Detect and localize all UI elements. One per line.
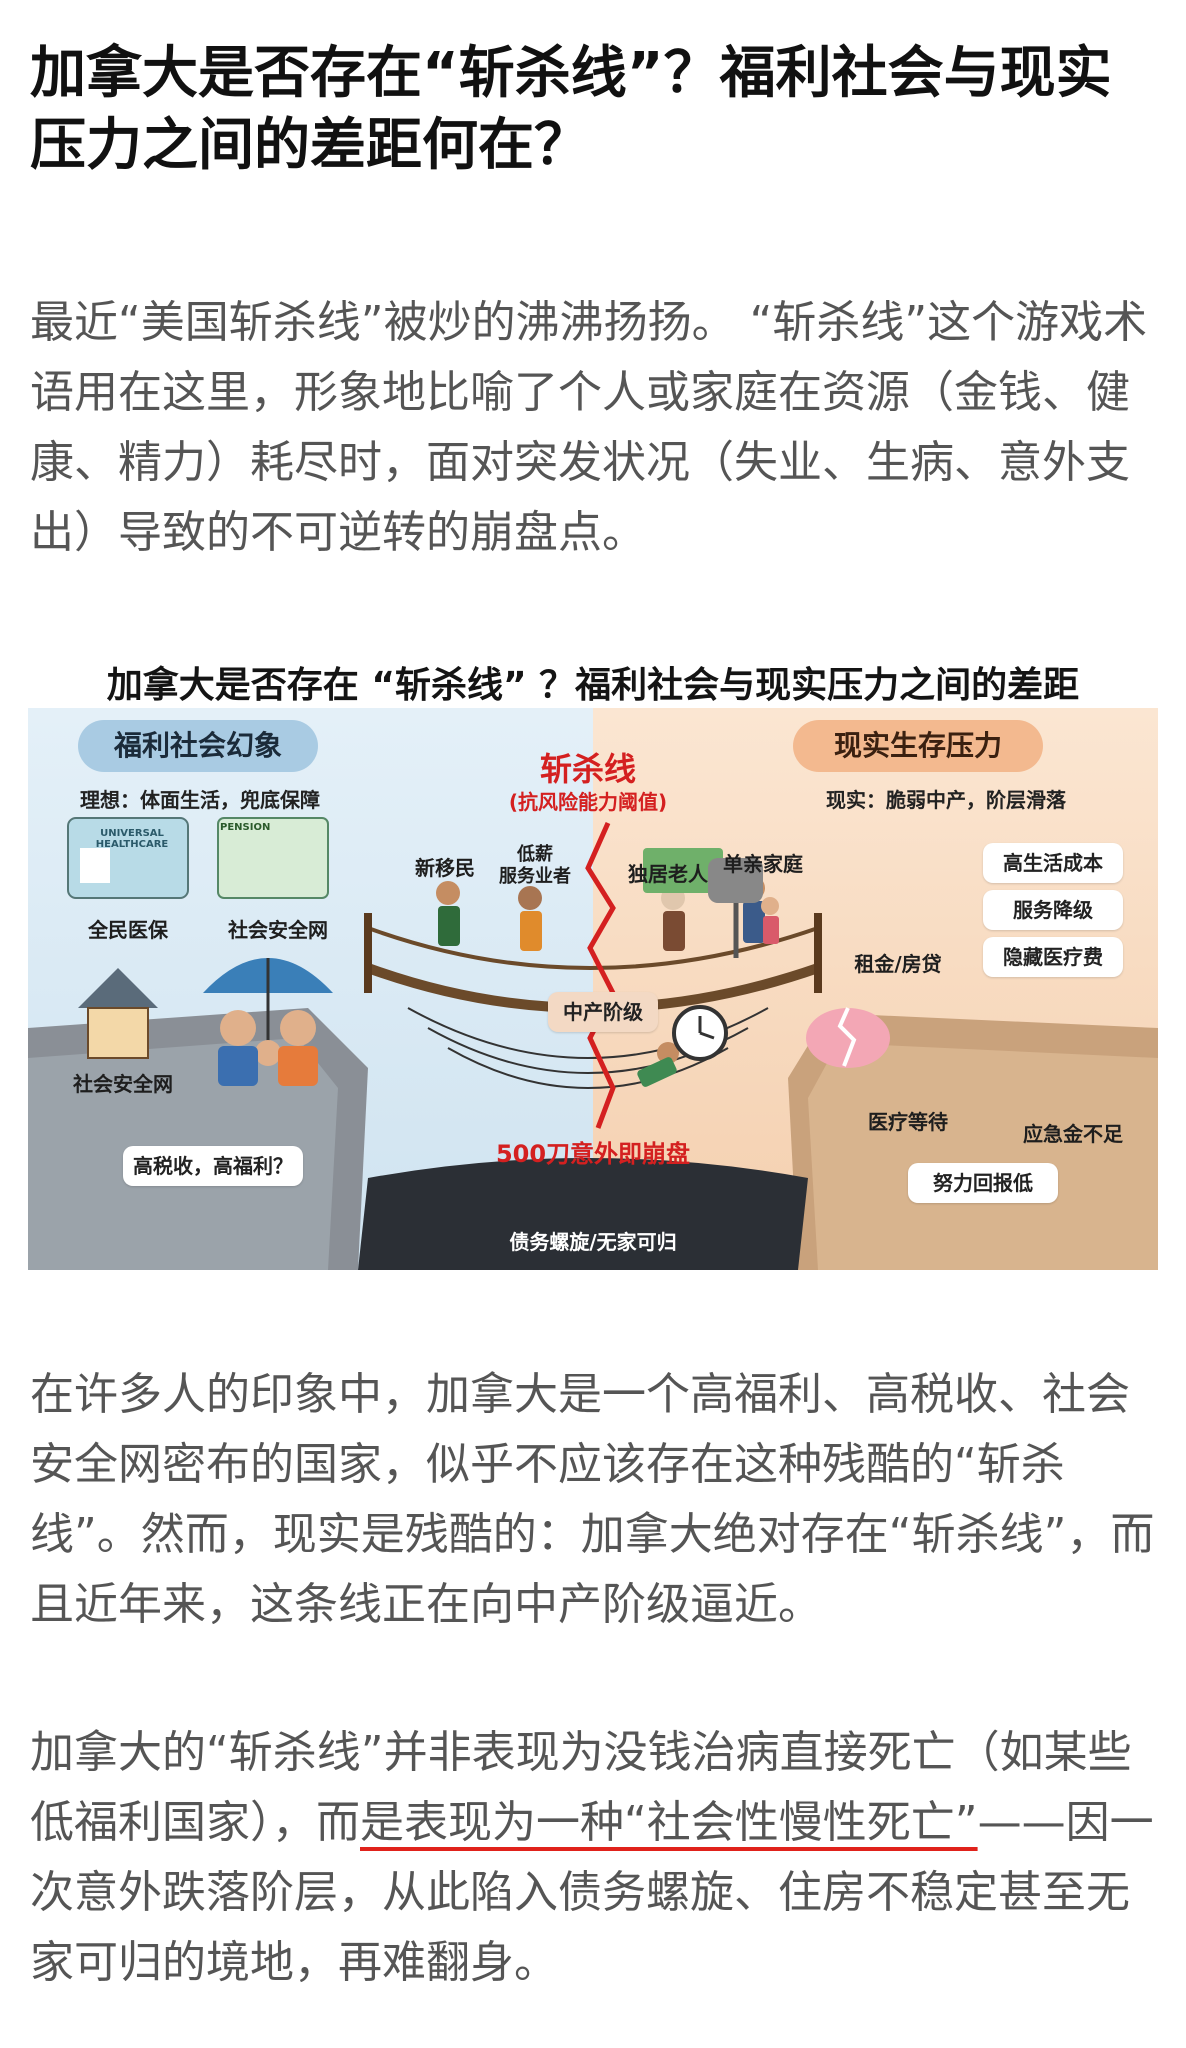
person-elderly: 独居老人 bbox=[628, 862, 708, 886]
kill-line bbox=[585, 821, 616, 1129]
right-item-1: 高生活成本 bbox=[983, 843, 1123, 883]
kill-line-sub: (抗风险能力阈值) bbox=[508, 790, 668, 814]
label-tax: 高税收，高福利？ bbox=[123, 1146, 303, 1186]
left-subtitle: 理想：体面生活，兜底保障 bbox=[80, 788, 320, 812]
collapse-label: 500刀意外即崩盘 bbox=[495, 1140, 691, 1168]
infographic-title: 加拿大是否存在 “斩杀线” ？福利社会与现实压力之间的差距 bbox=[106, 665, 1080, 706]
label-emergency: 应急金不足 bbox=[1023, 1122, 1123, 1146]
pension-card bbox=[217, 817, 329, 899]
pension-card-text: PENSION bbox=[220, 822, 271, 833]
infographic: 加拿大是否存在 “斩杀线” ？福利社会与现实压力之间的差距 bbox=[28, 648, 1158, 1270]
label-effort: 努力回报低 bbox=[908, 1163, 1058, 1203]
left-header: 福利社会幻象 bbox=[78, 720, 318, 772]
label-rent: 租金/房贷 bbox=[854, 952, 942, 976]
person-single-parent: 单亲家庭 bbox=[723, 852, 803, 876]
right-item-2: 服务降级 bbox=[983, 890, 1123, 930]
right-item-3: 隐藏医疗费 bbox=[983, 937, 1123, 977]
kill-line-label: 斩杀线 bbox=[539, 750, 636, 788]
right-header: 现实生存压力 bbox=[793, 720, 1043, 772]
p3-highlight: 是表现为一种“社会性慢性死亡” bbox=[360, 1797, 978, 1848]
cash-icon bbox=[643, 848, 723, 893]
right-subtitle: 现实：脆弱中产，阶层滑落 bbox=[826, 788, 1066, 812]
label-safety-net: 社会安全网 bbox=[228, 918, 328, 942]
middle-class-label: 中产阶级 bbox=[548, 992, 658, 1032]
bottom-label: 债务螺旋/无家可归 bbox=[509, 1230, 677, 1254]
chasm bbox=[358, 1158, 808, 1270]
p3-text-b: ——因一次意外跌落阶层，从此陷入债务螺旋、住房不稳定甚至无家可归的境地，再难翻身… bbox=[30, 1797, 1154, 1988]
label-healthcare: 全民医保 bbox=[88, 918, 168, 942]
paragraph-perception: 在许多人的印象中，加拿大是一个高福利、高税收、社会安全网密布的国家，似乎不应该存… bbox=[30, 1369, 1155, 1630]
label-wait: 医疗等待 bbox=[868, 1110, 948, 1134]
bridge-scene bbox=[28, 817, 1158, 1270]
house-roof bbox=[78, 968, 158, 1008]
broken-piggybank-icon bbox=[806, 1008, 890, 1068]
p3-text-a: 加拿大的“斩杀线”并非表现为没钱治病直接死亡（如某些低福利国家），而 bbox=[30, 1727, 1132, 1848]
person-new-immigrant: 新移民 bbox=[415, 856, 475, 880]
label-house: 社会安全网 bbox=[73, 1072, 173, 1096]
paragraph-kill-line: 加拿大的“斩杀线”并非表现为没钱治病直接死亡（如某些低福利国家），而是表现为一种… bbox=[30, 1718, 1166, 1998]
article-title: 加拿大是否存在“斩杀线”？福利社会与现实压力之间的差距何在？ bbox=[30, 41, 1112, 178]
healthcare-card-text: UNIVERSAL HEALTHCARE bbox=[95, 828, 169, 850]
mailbox-icon bbox=[708, 858, 763, 903]
paragraph-intro: 最近“美国斩杀线”被炒的沸沸扬扬。 “斩杀线”这个游戏术语用在这里，形象地比喻了… bbox=[30, 297, 1148, 558]
person-low-wage: 低薪 服务业者 bbox=[499, 844, 571, 887]
